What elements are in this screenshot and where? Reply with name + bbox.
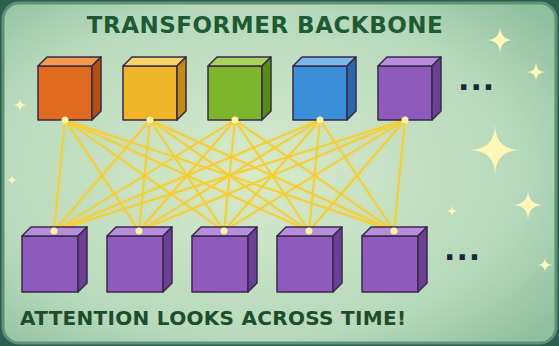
token-cube: [277, 227, 342, 292]
token-cube: [378, 57, 441, 120]
caption-text: ATTENTION LOOKS ACROSS TIME!: [20, 306, 540, 330]
ellipsis-label: ...: [444, 232, 524, 267]
input-tokens: [22, 227, 427, 292]
token-cube: [123, 57, 186, 120]
token-cube: [192, 227, 257, 292]
token-cube: [208, 57, 271, 120]
attention-lines: [54, 120, 405, 231]
token-cube: [22, 227, 87, 292]
panel: [3, 3, 556, 343]
ellipsis-label: ...: [458, 62, 538, 97]
attention-glow: [54, 120, 405, 231]
token-cube: [107, 227, 172, 292]
token-cube: [38, 57, 101, 120]
token-cube: [362, 227, 427, 292]
glow-dots: [51, 117, 409, 235]
token-cube: [293, 57, 356, 120]
diagram-title: TRANSFORMER BACKBONE: [40, 12, 490, 38]
output-tokens: [38, 57, 441, 120]
sparkles: [6, 26, 553, 273]
